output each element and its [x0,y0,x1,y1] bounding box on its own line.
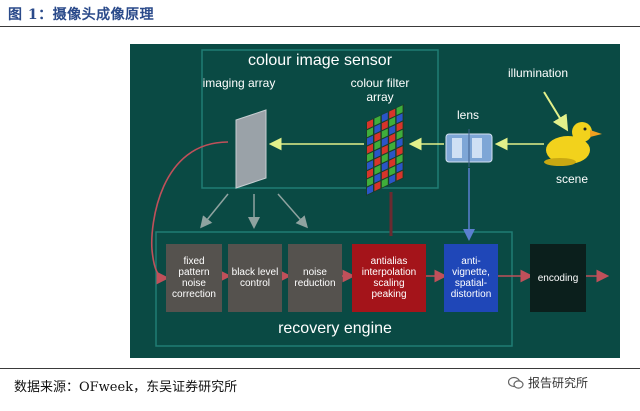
filter-cell [374,123,381,134]
colour-filter-array-label: colour filter array [350,76,410,104]
filter-cell [374,148,381,159]
filter-cell [381,177,388,188]
filter-cell [389,108,396,119]
arrow-array-fixed [150,141,229,285]
filter-cell [396,162,403,173]
filter-cell [396,105,403,115]
imaging-array-label: imaging array [202,76,276,90]
filter-cell [367,168,373,179]
filter-cell [374,173,381,183]
filter-cell [374,115,381,126]
filter-cell [381,136,388,147]
filter-cell [389,116,396,127]
filter-cell [396,146,403,156]
filter-cell [381,128,388,139]
filter-cell [389,141,396,152]
engine-box [155,231,513,347]
filter-cell [374,132,381,142]
engine-title: recovery engine [278,320,392,337]
stage-noise-reduction: noise reduction [288,244,342,312]
filter-cell [389,174,396,185]
filter-cell [374,156,381,167]
figure-title: 图 1：摄像头成像原理 [8,7,155,23]
illumination-arrow [543,91,569,132]
title-rule [0,26,640,27]
filter-cell [374,181,381,192]
sensor-title: colour image sensor [247,52,393,69]
filter-cell [381,161,388,172]
filter-cell [389,149,396,160]
source-note: 数据来源：OFweek，东吴证券研究所 [14,380,238,395]
filter-cell [381,169,388,180]
stage-fixed-pattern: fixed pattern noise correction [166,244,222,312]
sensor-box [201,49,439,189]
filter-cell [374,140,381,151]
stage-anti-vignette: anti-vignette, spatial-distortion [444,244,498,312]
filter-cell [367,184,373,195]
filter-cell [367,127,373,138]
diagram-panel: colour image sensor imaging array colour… [130,44,620,358]
filter-cell [396,129,403,140]
filter-cell [367,143,373,154]
stage-encoding: encoding [530,244,586,312]
duck-scene [544,122,602,166]
filter-cell [367,176,373,187]
filter-cell [374,164,381,175]
lens-label: lens [456,108,479,122]
stage-black-level: black level control [228,244,282,312]
illumination-label: illumination [507,66,569,80]
filter-cell [367,135,373,146]
filter-cell [396,113,403,124]
filter-cell [381,112,388,122]
filter-cell [396,170,403,181]
filter-cell [367,160,373,170]
filter-cell [367,152,373,162]
filter-cell [381,145,388,155]
source-rule [0,368,640,369]
colour-filter-mosaic [366,104,404,196]
watermark-text: 报告研究所 [528,376,589,390]
diagram-graphics [150,49,610,347]
scene-label: scene [555,172,589,186]
arrow-to-fixed [200,193,229,229]
filter-cell [367,119,373,129]
filter-cell [396,121,403,132]
arrow-to-noise [277,193,308,229]
filter-cell [396,138,403,148]
filter-cell [389,166,396,176]
filter-cell [396,154,403,165]
filter-cell [389,133,396,144]
imaging-array-plate [235,109,267,189]
filter-cell [381,120,388,131]
lens-graphic [445,129,493,167]
wechat-icon [507,376,524,390]
stage-antialias: antialias interpolation scaling peaking [352,244,426,312]
filter-cell [389,157,396,168]
filter-cell [381,153,388,163]
watermark: 报告研究所 [507,374,589,391]
filter-cell [389,125,396,135]
